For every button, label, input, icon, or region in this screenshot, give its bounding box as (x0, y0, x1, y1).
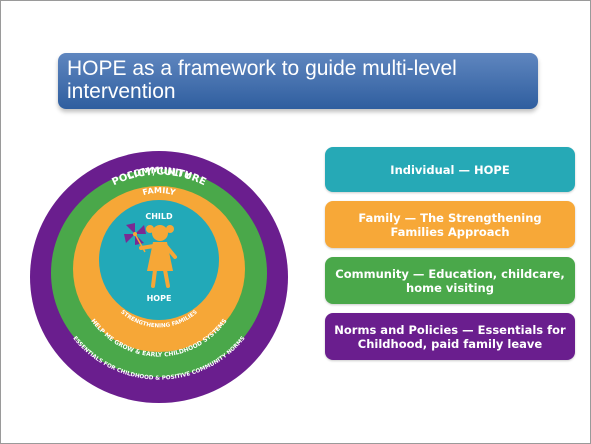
level-label: Community — Education, childcare, home v… (335, 266, 565, 295)
hope-label: HOPE (147, 294, 172, 303)
hope-framework-diagram: POLICY/CULTURE COMMUNITY FAMILY CHILD HO… (30, 151, 288, 403)
level-box-norms-policies: Norms and Policies — Essentials for Chil… (325, 313, 575, 360)
level-box-individual: Individual — HOPE (325, 147, 575, 192)
family-label: FAMILY (142, 186, 177, 197)
level-label: Norms and Policies — Essentials for Chil… (334, 322, 566, 351)
title-bar: HOPE as a framework to guide multi-level… (58, 53, 538, 109)
child-with-pinwheel-icon (124, 223, 177, 288)
level-box-family: Family — The Strengthening Families Appr… (325, 201, 575, 248)
level-label: Individual — HOPE (390, 162, 510, 177)
slide-title: HOPE as a framework to guide multi-level… (67, 57, 457, 103)
level-label: Family — The Strengthening Families Appr… (358, 210, 542, 239)
level-box-community: Community — Education, childcare, home v… (325, 257, 575, 304)
child-label: CHILD (145, 212, 173, 221)
